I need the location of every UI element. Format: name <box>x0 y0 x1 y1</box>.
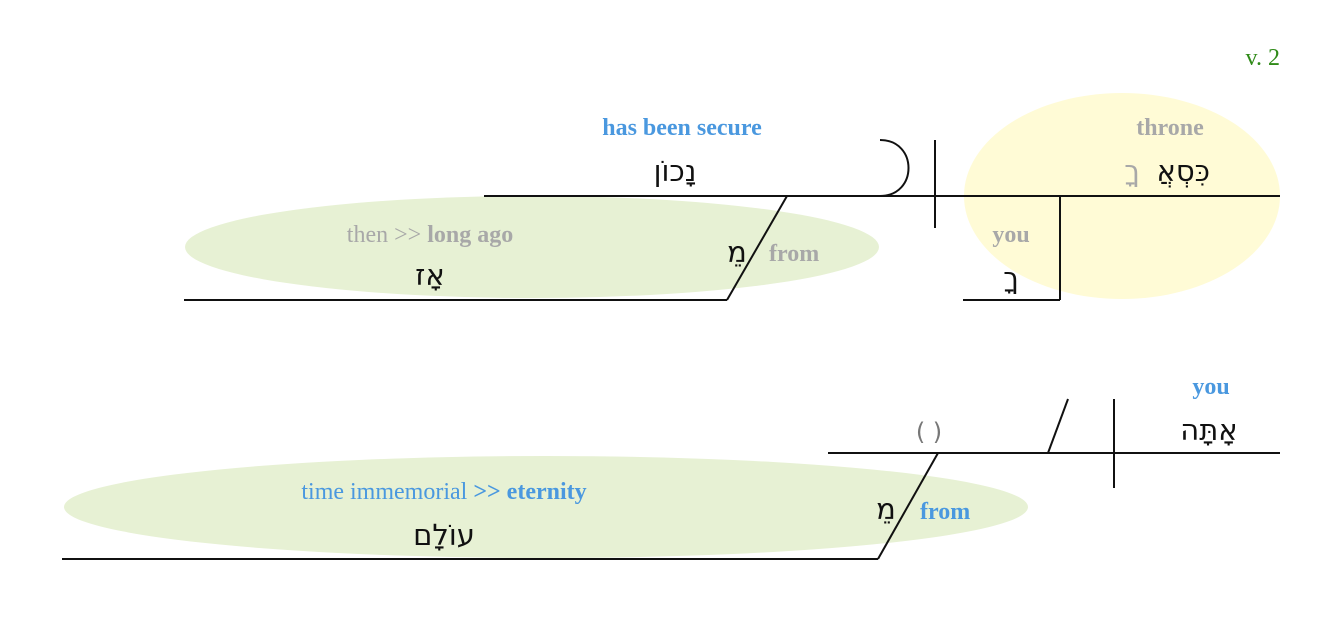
modifier-1-preposition-gloss: from <box>769 241 819 267</box>
clause-2-subject-hebrew: אָתָּה <box>1180 413 1237 447</box>
clause-1-subject-hebrew: כִּסְאֲ <box>1156 154 1210 188</box>
clause-1: has been secure נָכוֹן throne כִּסְאֲ ךָ… <box>184 115 1280 301</box>
highlight-modifier-ellipse-2 <box>64 456 1028 558</box>
modifier-1-object-gloss-bold: long ago <box>427 222 513 248</box>
clause-2-verb-placeholder: ( ) <box>916 418 942 446</box>
possessor-hebrew: ךָ <box>1003 261 1019 295</box>
clause-2-predicate-slash <box>1047 398 1069 454</box>
modifier-1-object-gloss: then >> long ago <box>347 222 513 248</box>
modifier-2-preposition-hebrew: מֵ <box>876 492 896 526</box>
modifier-2-object-gloss-light: time immemorial <box>301 479 467 505</box>
verse-label: v. 2 <box>1246 45 1280 71</box>
clause-2-subject-gloss: you <box>1192 374 1229 400</box>
clause-1-subject-suffix: ךָ <box>1124 154 1140 188</box>
highlight-modifier-ellipse-1 <box>185 196 879 298</box>
clause-1-subject-gloss: throne <box>1136 115 1204 141</box>
clause-2: you אָתָּה ( ) from מֵ time immemorial >… <box>62 374 1280 560</box>
modifier-1-object-gloss-light: then >> <box>347 222 421 248</box>
modifier-2-object-gloss-bold: >> eternity <box>473 479 586 505</box>
modifier-2-slant <box>877 452 939 560</box>
modifier-1-object-hebrew: אָז <box>415 258 444 292</box>
modifier-2-preposition-gloss: from <box>920 499 970 525</box>
modifier-1-slant <box>726 195 788 301</box>
modifier-2-object-gloss: time immemorial >> eternity <box>301 479 586 505</box>
possessor-gloss: you <box>992 222 1029 248</box>
clause-1-verb-gloss: has been secure <box>602 115 762 141</box>
modifier-1-preposition-hebrew: מֵ <box>727 235 747 269</box>
clause-1-verb-bracket <box>879 139 910 197</box>
clause-1-verb-hebrew: נָכוֹן <box>654 154 697 188</box>
modifier-2-object-hebrew: עוֹלָם <box>413 518 475 552</box>
